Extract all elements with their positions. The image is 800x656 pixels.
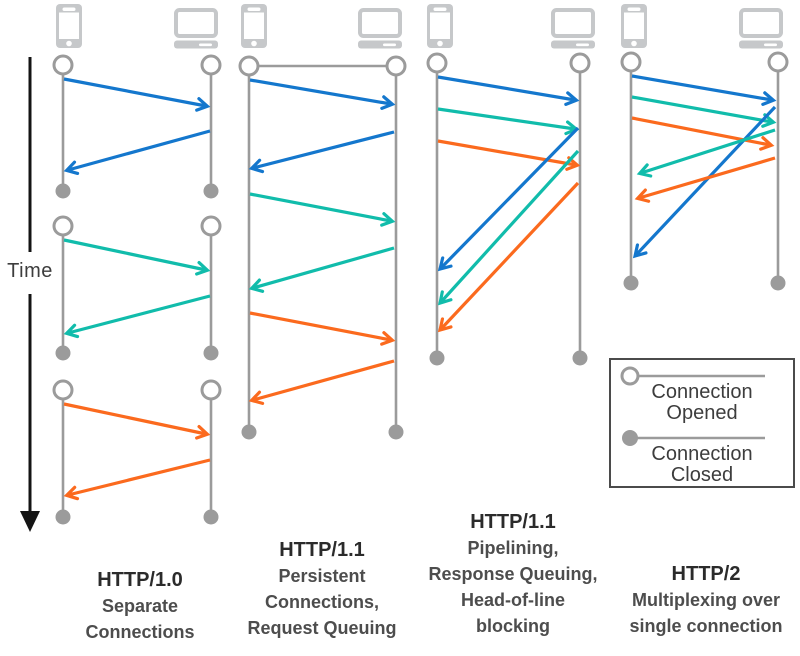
connection-opened-marker xyxy=(200,379,222,401)
smartphone-icon xyxy=(241,4,267,48)
column-title: HTTP/1.1 xyxy=(279,539,365,561)
response-arrow-teal xyxy=(437,149,580,306)
request-arrow-teal xyxy=(631,95,777,128)
request-arrow-orange xyxy=(437,139,581,171)
legend-closed-line1: Connection xyxy=(651,443,753,465)
desktop-computer-icon xyxy=(551,8,595,49)
response-arrow-blue xyxy=(248,130,395,174)
request-arrow-blue xyxy=(249,78,396,110)
legend-opened-line2: Opened xyxy=(666,402,738,424)
column-subtitle-line: Pipelining, xyxy=(467,538,559,558)
request-arrow-teal xyxy=(249,192,396,227)
response-arrow-teal xyxy=(63,294,211,339)
response-arrow-blue xyxy=(632,105,777,259)
column-subtitle-line: Persistent xyxy=(278,566,366,586)
request-arrow-orange xyxy=(249,311,396,346)
filled-circle-icon xyxy=(622,430,638,446)
connection-opened-marker xyxy=(569,52,591,74)
connection-closed-marker xyxy=(241,424,257,440)
response-arrow-blue xyxy=(437,126,580,272)
connection-opened-marker xyxy=(767,51,789,73)
request-arrow-teal xyxy=(437,107,580,136)
connection-closed-marker xyxy=(770,275,786,291)
request-arrow-orange xyxy=(63,402,211,440)
desktop-computer-icon xyxy=(739,8,783,49)
connection-closed-marker xyxy=(203,509,219,525)
smartphone-icon xyxy=(621,4,647,48)
legend-opened-text: Connection Opened xyxy=(611,382,793,424)
column-subtitle-line: blocking xyxy=(475,616,550,636)
request-arrow-blue xyxy=(63,77,211,112)
legend-closed-line2: Closed xyxy=(670,464,734,486)
connection-opened-marker xyxy=(426,52,448,74)
connection-closed-legend-glyph xyxy=(622,430,765,446)
column-subtitle-line: single connection xyxy=(629,616,783,636)
connection-closed-marker xyxy=(55,183,71,199)
connection-closed-marker xyxy=(203,183,219,199)
time-axis-label: Time xyxy=(7,260,53,282)
legend: Connection Opened Connection Closed xyxy=(609,358,795,488)
desktop-computer-icon xyxy=(358,8,402,49)
response-arrow-teal xyxy=(636,128,776,178)
legend-opened-line1: Connection xyxy=(651,381,753,403)
connection-opened-marker xyxy=(200,215,222,237)
request-arrow-teal xyxy=(63,238,211,276)
column-http10 xyxy=(52,4,222,525)
connection-opened-marker xyxy=(200,54,222,76)
down-triangle-icon xyxy=(20,511,40,532)
connection-closed-marker xyxy=(203,345,219,361)
response-arrow-teal xyxy=(248,246,395,293)
column-subtitle-line: Multiplexing over xyxy=(631,590,781,610)
column-subtitle-line: Response Queuing, xyxy=(428,564,598,584)
column-subtitle-line: Head-of-line xyxy=(460,590,565,610)
response-arrow-blue xyxy=(63,129,211,176)
open-circle-icon xyxy=(620,366,640,386)
response-arrow-orange xyxy=(63,458,211,501)
desktop-computer-icon xyxy=(174,8,218,49)
connection-opened-marker xyxy=(52,379,74,401)
request-arrow-orange xyxy=(631,116,775,151)
smartphone-icon xyxy=(427,4,453,48)
request-arrow-blue xyxy=(631,74,777,106)
column-title: HTTP/1.0 xyxy=(97,569,183,591)
connection-opened-marker xyxy=(52,215,74,237)
connection-opened-marker xyxy=(52,54,74,76)
connection-closed-marker xyxy=(572,350,588,366)
column-title: HTTP/1.1 xyxy=(470,511,556,533)
column-subtitle-line: Separate xyxy=(101,596,179,616)
connection-closed-marker xyxy=(623,275,639,291)
connection-closed-marker xyxy=(55,345,71,361)
column-title: HTTP/2 xyxy=(671,563,741,585)
connection-closed-marker xyxy=(429,350,445,366)
connection-closed-marker xyxy=(388,424,404,440)
column-http11-persistent xyxy=(238,4,407,440)
connection-opened-legend-glyph xyxy=(620,366,765,386)
column-subtitle-line: Connections, xyxy=(264,592,380,612)
connection-closed-marker xyxy=(55,509,71,525)
connection-opened-marker xyxy=(385,55,407,77)
smartphone-icon xyxy=(56,4,82,48)
column-http2 xyxy=(620,4,789,291)
time-axis xyxy=(20,57,40,532)
response-arrow-orange xyxy=(634,156,776,203)
column-http11-pipelining xyxy=(426,4,595,366)
response-arrow-orange xyxy=(437,181,580,333)
legend-closed-text: Connection Closed xyxy=(611,444,793,486)
column-subtitle-line: Request Queuing xyxy=(247,618,397,638)
request-arrow-blue xyxy=(437,75,580,106)
response-arrow-orange xyxy=(248,359,395,405)
connection-opened-marker xyxy=(620,51,642,73)
connection-opened-marker xyxy=(238,55,260,77)
column-subtitle-line: Connections xyxy=(85,622,195,642)
